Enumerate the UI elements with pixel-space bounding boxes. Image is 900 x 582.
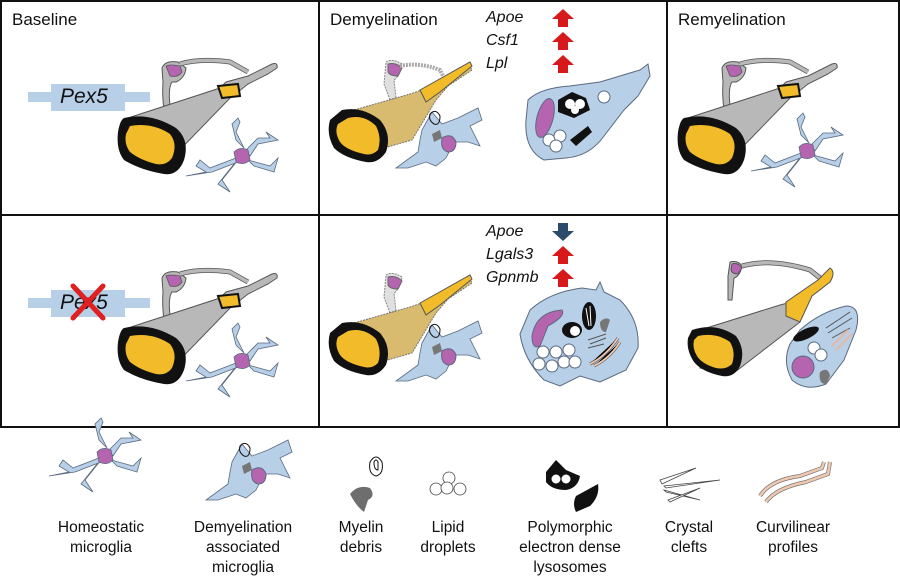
myelin-debris-icon	[350, 456, 383, 512]
pex5-label: Pex5	[60, 85, 108, 108]
gene-label: Gpnmb	[486, 269, 539, 286]
pex5-gene-wt: Pex5	[28, 84, 150, 112]
down-arrow-icon	[552, 223, 574, 241]
gene-label: Apoe	[486, 9, 524, 26]
partially-remyelinated-axon-ko	[687, 260, 834, 377]
column-title-remyelination: Remyelination	[678, 10, 786, 29]
polymorphic-lysosomes-icon	[546, 460, 599, 512]
demyelination-associated-microglia-ko	[394, 320, 483, 382]
demyelinated-axon-ko	[328, 272, 473, 376]
up-arrow-icon	[552, 32, 574, 50]
myelinated-axon-remyelination-wt	[678, 60, 838, 174]
demyelinated-axon-wt	[328, 59, 473, 163]
panel-remyelination-wt: Remyelination	[666, 0, 900, 216]
up-arrow-icon	[552, 269, 574, 287]
up-arrow-icon	[552, 55, 574, 73]
homeostatic-microglia-icon	[48, 417, 142, 493]
foamy-microglia-remyelination-ko	[786, 305, 859, 388]
lipid-droplets-icon	[429, 471, 467, 496]
up-arrow-icon	[552, 246, 574, 264]
demyelination-associated-microglia-icon	[204, 439, 293, 501]
curvilinear-profiles-icon	[758, 461, 832, 504]
column-title-demyelination: Demyelination	[330, 10, 438, 29]
column-title-baseline: Baseline	[12, 10, 78, 29]
gene-label: Lgals3	[486, 246, 534, 263]
myelinated-axon-baseline-wt	[118, 60, 278, 174]
up-arrow-icon	[552, 9, 574, 27]
foamy-microglia-ko	[519, 280, 639, 387]
crystal-clefts-icon	[659, 467, 721, 503]
demyelination-associated-microglia-wt	[394, 107, 483, 169]
gene-label: Lpl	[486, 55, 508, 72]
knockout-x-icon	[70, 283, 106, 321]
foamy-microglia-wt	[525, 63, 651, 161]
gene-label: Csf1	[486, 32, 519, 49]
gene-label: Apoe	[486, 223, 524, 240]
